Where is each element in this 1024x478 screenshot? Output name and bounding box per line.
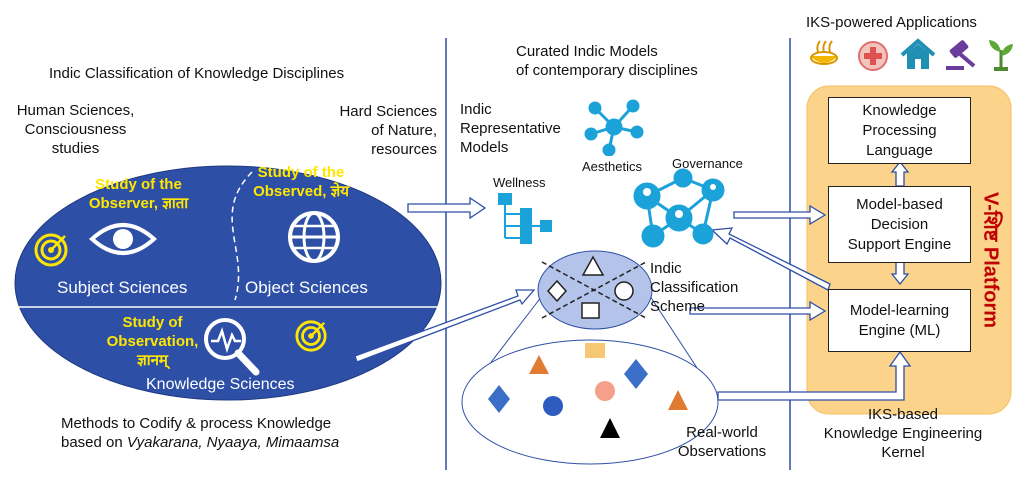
- arrow-classification-to-ml: [689, 300, 827, 322]
- subject-sciences-label: Subject Sciences: [57, 278, 188, 297]
- gavel-icon: [946, 40, 976, 70]
- aesthetics-label: Aesthetics: [582, 159, 642, 174]
- target-icon: [295, 320, 327, 352]
- observation-label: Study of Observation, ज्ञानम्: [106, 314, 199, 369]
- classification-scheme-label: Indic Classification Scheme: [650, 260, 739, 315]
- human-sciences-label: Human Sciences, Consciousness studies: [16, 102, 135, 157]
- arrow-knowledge-to-classification: [354, 289, 536, 363]
- magnifier-icon: [204, 318, 260, 376]
- plant-icon: [989, 40, 1013, 71]
- observed-label: Study of the Observed, ज्ञेय: [253, 164, 349, 200]
- target-icon: [34, 233, 68, 267]
- arrow-ml-to-models: [710, 227, 831, 291]
- knowledge-processing-box: Knowledge Processing Language: [828, 97, 971, 164]
- eye-icon: [89, 223, 157, 255]
- arrow-decision-to-ml: [890, 261, 910, 286]
- platform-label: V-शिष्ट Platform: [979, 191, 1002, 329]
- decision-support-box: Model-based Decision Support Engine: [828, 186, 971, 263]
- house-icon: [900, 38, 936, 69]
- wellness-label: Wellness: [493, 175, 546, 190]
- org-chart-icon: [498, 193, 552, 244]
- observer-label: Study of the Observer, ज्ञाता: [88, 176, 189, 212]
- governance-label: Governance: [672, 156, 743, 171]
- food-bowl-icon: [810, 40, 838, 65]
- curated-models-label: Curated Indic Models of contemporary dis…: [516, 43, 698, 79]
- representative-models-label: Indic Representative Models: [460, 101, 561, 156]
- left-heading: Indic Classification of Knowledge Discip…: [49, 65, 345, 82]
- model-learning-box: Model-learning Engine (ML): [828, 289, 971, 352]
- real-world-label: Real-world Observations: [677, 424, 767, 460]
- knowledge-sciences-label: Knowledge Sciences: [146, 376, 295, 393]
- globe-icon: [288, 211, 340, 263]
- people-network-icon: [633, 168, 725, 248]
- arrow-decision-to-language: [890, 160, 910, 187]
- applications-label: IKS-powered Applications: [806, 14, 977, 31]
- medical-cross-icon: [858, 41, 888, 71]
- object-sciences-label: Object Sciences: [245, 278, 368, 297]
- arrow-ellipse-to-models: [407, 196, 487, 220]
- hard-sciences-label: Hard Sciences of Nature, resources: [339, 103, 437, 158]
- methods-text: Methods to Codify & process Knowledge ba…: [61, 415, 340, 451]
- arrow-observations-to-ml: [717, 350, 912, 401]
- network-icon: [584, 99, 644, 156]
- kernel-label: IKS-based Knowledge Engineering Kernel: [823, 406, 983, 461]
- arrow-models-to-decision: [733, 204, 827, 226]
- observations-ellipse: [461, 339, 719, 465]
